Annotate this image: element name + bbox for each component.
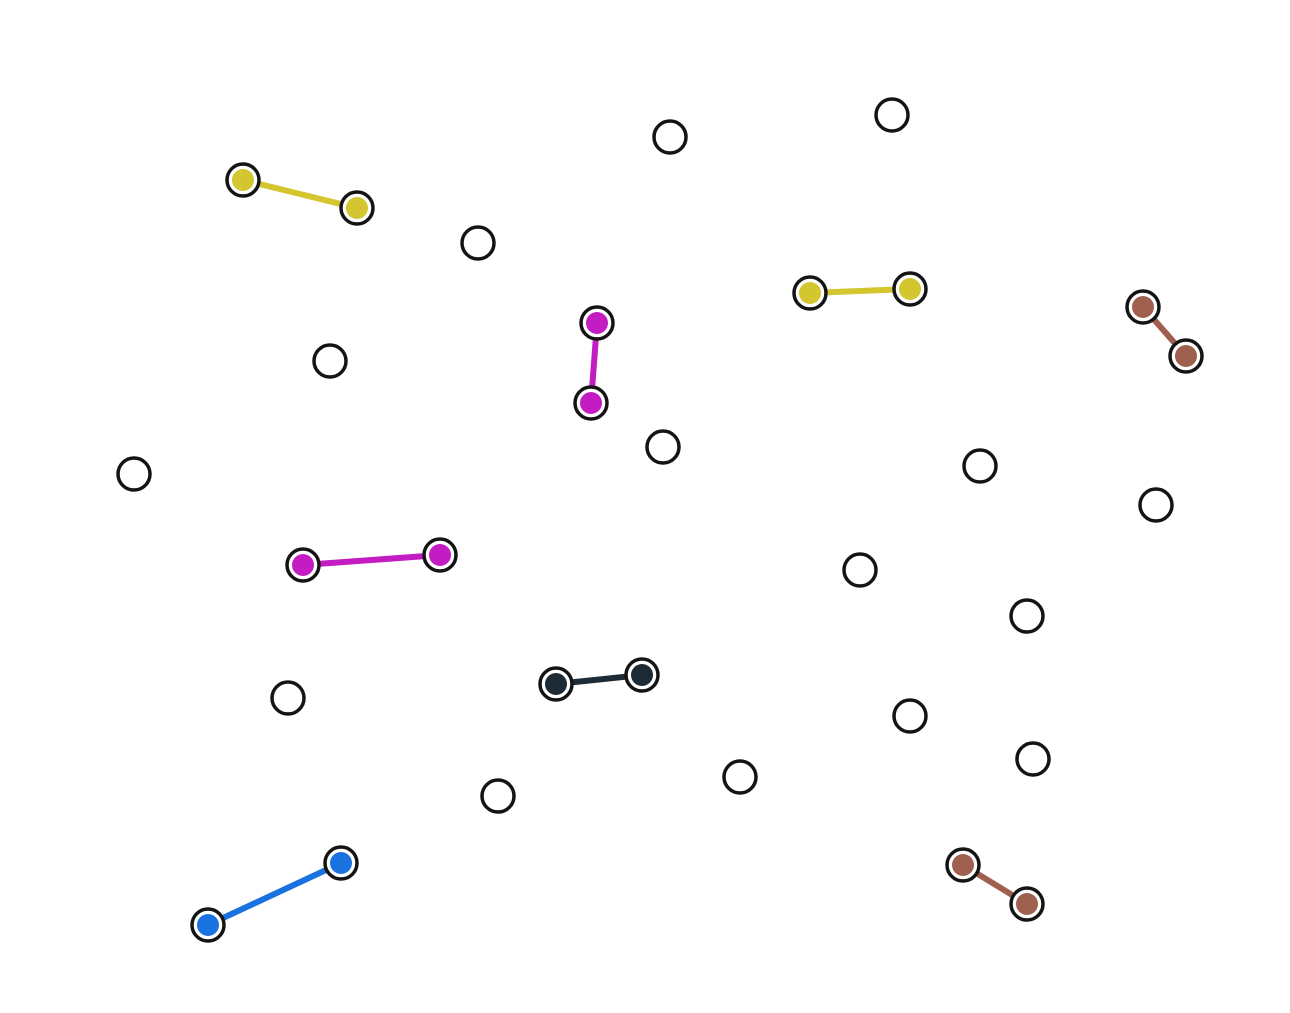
empty-node[interactable] — [652, 119, 688, 155]
empty-node[interactable] — [962, 448, 998, 484]
empty-node[interactable] — [1009, 598, 1045, 634]
empty-node[interactable] — [645, 429, 681, 465]
empty-node[interactable] — [270, 680, 306, 716]
pair-blue-1-link — [205, 860, 344, 928]
empty-node[interactable] — [116, 456, 152, 492]
pair-brown-1-endpoint-2[interactable] — [1168, 338, 1204, 374]
pair-navy-1-endpoint-1[interactable] — [538, 666, 574, 702]
node-fill — [330, 852, 352, 874]
empty-node[interactable] — [842, 552, 878, 588]
node-fill — [952, 854, 974, 876]
node-fill — [346, 197, 368, 219]
node-fill — [429, 544, 451, 566]
pair-magenta-1-endpoint-2[interactable] — [573, 385, 609, 421]
pair-yellow-2-endpoint-1[interactable] — [792, 275, 828, 311]
pair-yellow-2-endpoint-2[interactable] — [892, 271, 928, 307]
empty-node[interactable] — [874, 97, 910, 133]
pair-magenta-2-endpoint-1[interactable] — [285, 547, 321, 583]
empty-node[interactable] — [1015, 741, 1051, 777]
node-fill — [631, 664, 653, 686]
node-fill — [545, 673, 567, 695]
node-fill — [232, 169, 254, 191]
pair-yellow-1-link — [240, 177, 360, 211]
pair-blue-1-endpoint-2[interactable] — [323, 845, 359, 881]
pair-brown-1-endpoint-1[interactable] — [1125, 289, 1161, 325]
node-fill — [1132, 296, 1154, 318]
node-fill — [1175, 345, 1197, 367]
node-fill — [586, 312, 608, 334]
pair-yellow-1-endpoint-2[interactable] — [339, 190, 375, 226]
pair-navy-1-endpoint-2[interactable] — [624, 657, 660, 693]
empty-node[interactable] — [892, 698, 928, 734]
pair-magenta-1-endpoint-1[interactable] — [579, 305, 615, 341]
nodes-layer — [116, 97, 1204, 943]
pair-blue-1-endpoint-1[interactable] — [190, 907, 226, 943]
pair-magenta-2-link — [300, 552, 443, 568]
empty-node[interactable] — [312, 343, 348, 379]
node-fill — [1016, 893, 1038, 915]
node-fill — [799, 282, 821, 304]
pair-brown-2-endpoint-2[interactable] — [1009, 886, 1045, 922]
node-fill — [899, 278, 921, 300]
pair-yellow-1-endpoint-1[interactable] — [225, 162, 261, 198]
node-fill — [580, 392, 602, 414]
empty-node[interactable] — [1138, 487, 1174, 523]
empty-node[interactable] — [460, 225, 496, 261]
node-fill — [197, 914, 219, 936]
pair-brown-2-endpoint-1[interactable] — [945, 847, 981, 883]
empty-node[interactable] — [722, 759, 758, 795]
node-fill — [292, 554, 314, 576]
pair-magenta-2-endpoint-2[interactable] — [422, 537, 458, 573]
empty-node[interactable] — [480, 778, 516, 814]
